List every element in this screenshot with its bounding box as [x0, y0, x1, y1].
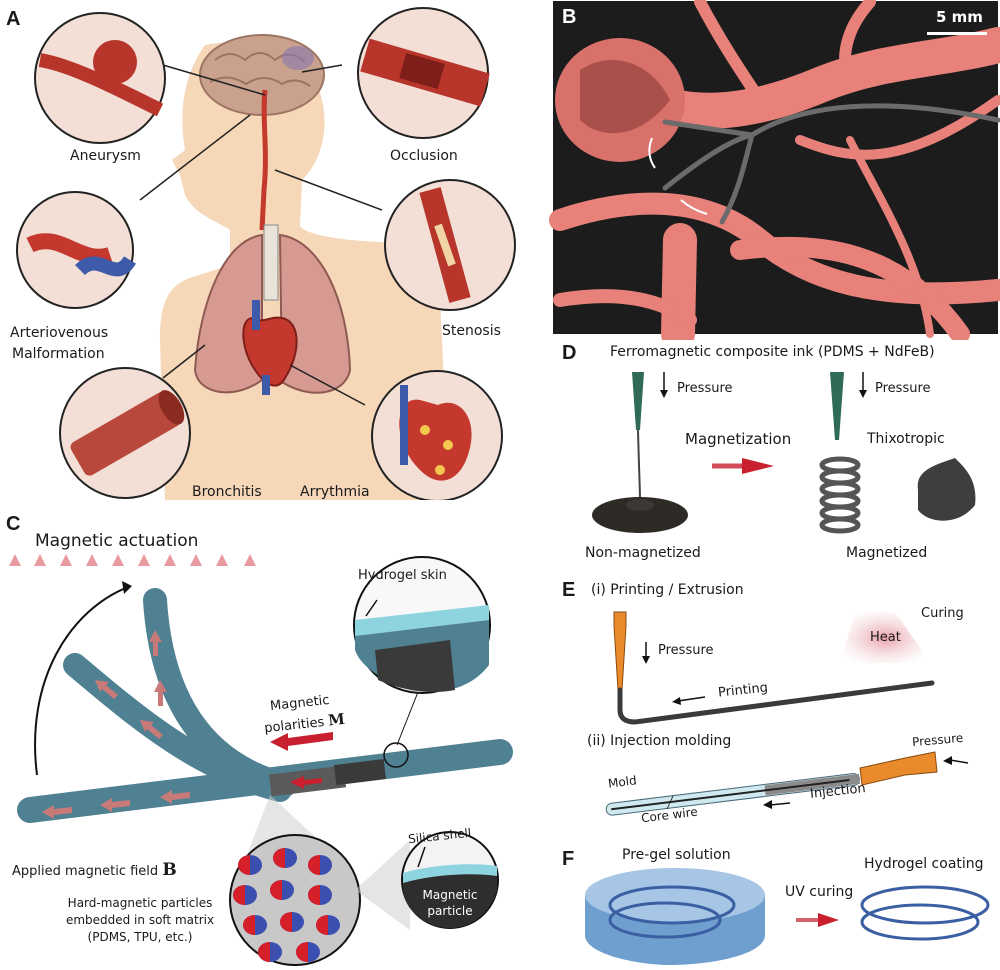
panel-d-photos — [592, 372, 976, 534]
pre-gel-disk — [585, 868, 765, 965]
particles-caption-line3: (PDMS, TPU, etc.) — [87, 930, 193, 944]
coil-stack — [819, 456, 861, 534]
coil-in-gel — [608, 885, 736, 939]
catheter-bent-2 — [143, 588, 297, 797]
printed-filament — [617, 680, 935, 725]
panel-a-illustration — [16, 7, 516, 500]
heat-label: Heat — [870, 630, 901, 645]
magnetic-actuation-title: Magnetic actuation — [35, 531, 199, 551]
injection-molding-title: (ii) Injection molding — [587, 733, 732, 749]
label-stenosis: Stenosis — [442, 323, 501, 339]
panel-a-label: A — [6, 8, 21, 30]
printing-extrusion-title: (i) Printing / Extrusion — [591, 582, 744, 598]
panel-f-label: F — [562, 848, 575, 870]
uv-curing-label: UV curing — [785, 884, 854, 900]
field-symbol: B — [162, 860, 177, 880]
magnetic-particle-line1: Magnetic — [422, 888, 478, 902]
carotid-artery — [259, 89, 268, 231]
panel-b-render — [549, 0, 1000, 340]
panel-b-label: B — [562, 6, 577, 28]
magnetic-particle-label: Magnetic particle — [415, 887, 485, 919]
thixotropic-label: Thixotropic — [867, 431, 945, 447]
hydrogel-coating-label: Hydrogel coating — [864, 856, 984, 872]
particles-caption-line1: Hard-magnetic particles — [67, 896, 213, 910]
magnetic-particles — [233, 848, 340, 962]
guidewire — [662, 103, 1000, 225]
magnetized-label: Magnetized — [846, 545, 928, 561]
panel-d-label: D — [562, 342, 577, 364]
label-aneurysm: Aneurysm — [70, 148, 141, 164]
bending-arrow — [34, 586, 129, 776]
label-bronchitis: Bronchitis — [192, 484, 262, 500]
non-magnetized-label: Non-magnetized — [585, 545, 701, 561]
nozzle-right — [830, 372, 844, 440]
magnetization-label: Magnetization — [685, 430, 792, 448]
scale-bar-label: 5 mm — [936, 8, 983, 26]
magnetic-particle-line2: particle — [427, 904, 473, 918]
label-avm-line1: Arteriovenous — [10, 325, 109, 341]
pressure-left-label: Pressure — [677, 381, 733, 396]
hydrogel-coated-coil — [860, 885, 990, 941]
label-avm-line2: Malformation — [12, 346, 105, 362]
particles-caption: Hard-magnetic particles embedded in soft… — [50, 895, 230, 946]
applied-field-text: Applied magnetic field — [12, 864, 159, 879]
injection-nozzle — [859, 751, 938, 786]
applied-field-label: Applied magnetic field B — [12, 860, 177, 880]
pre-gel-label: Pre-gel solution — [622, 847, 731, 863]
heart — [242, 316, 298, 387]
pressure-right-label: Pressure — [875, 381, 931, 396]
right-lung — [278, 233, 352, 394]
label-occlusion: Occlusion — [390, 148, 458, 164]
hydrogel-skin-label: Hydrogel skin — [358, 568, 447, 583]
mold-tube — [605, 773, 860, 816]
pressure-printing-label: Pressure — [658, 643, 714, 658]
label-arrythmia: Arrythmia — [300, 484, 370, 500]
ink-puddle — [592, 497, 688, 533]
panel-c-illustration — [9, 554, 513, 966]
panel-e-illustration — [605, 611, 969, 816]
panel-c-label: C — [6, 513, 21, 535]
heat-zone — [840, 612, 930, 664]
polarity-arrow — [270, 732, 333, 751]
ink-title: Ferromagnetic composite ink (PDMS + NdFe… — [610, 344, 935, 360]
trachea — [263, 224, 279, 301]
left-lung — [193, 233, 263, 394]
particles-caption-line2: embedded in soft matrix — [65, 913, 215, 927]
thixotropic-blob — [917, 458, 976, 521]
panel-e-label: E — [562, 579, 576, 601]
curing-label: Curing — [921, 606, 964, 621]
nozzle-left — [632, 372, 644, 430]
